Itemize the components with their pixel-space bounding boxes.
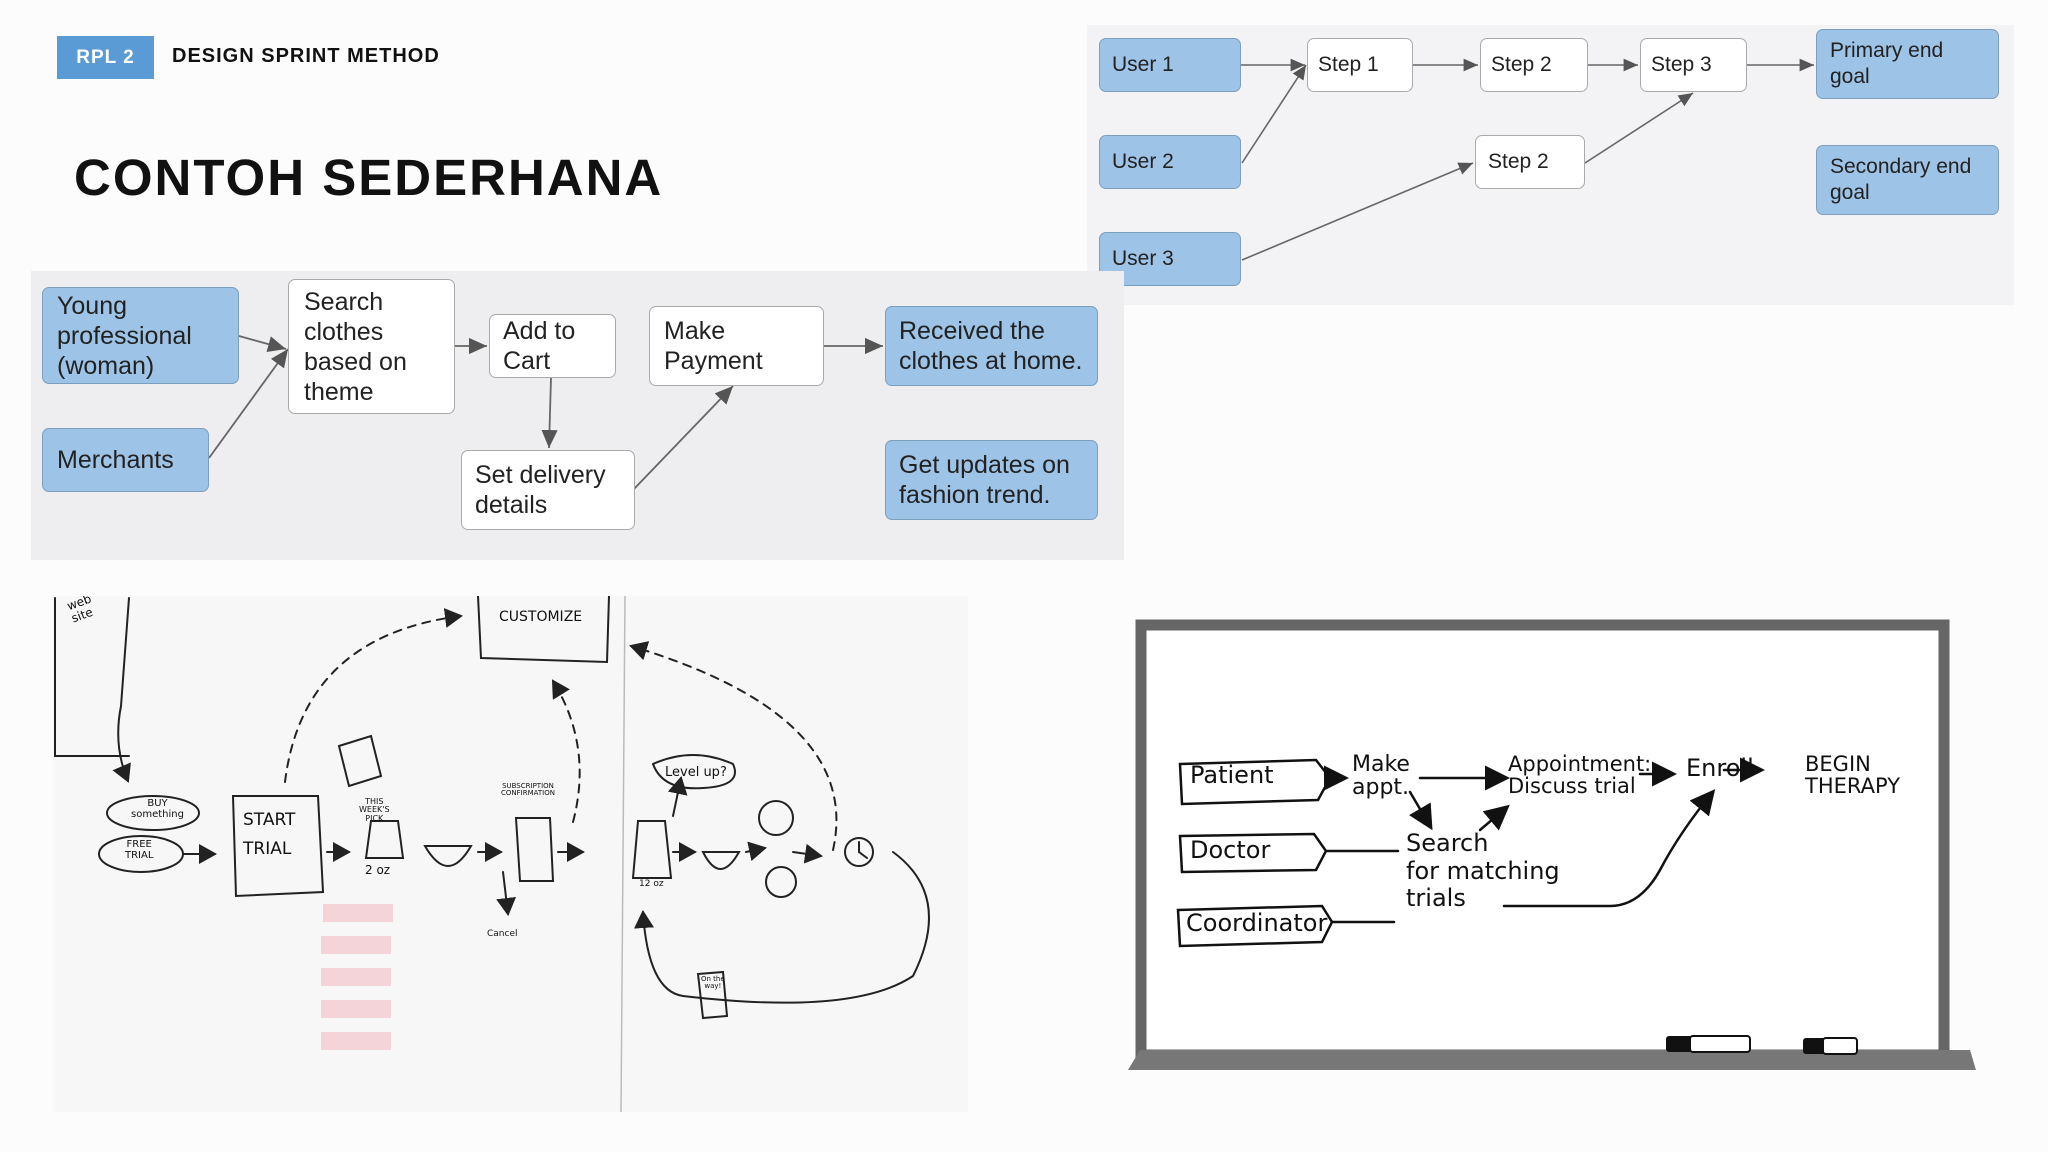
- search-clothes-node: Search clothes based on theme: [288, 279, 455, 414]
- appointment-label: Appointment: Discuss trial: [1508, 752, 1652, 799]
- generic-flow-diagram: User 1 User 2 User 3 Step 1 Step 2 Step …: [1087, 25, 2014, 305]
- step-2b-node: Step 2: [1475, 135, 1585, 189]
- young-professional-node: Young professional (woman): [42, 287, 239, 384]
- patient-label: Patient: [1190, 761, 1274, 789]
- cancel-label: Cancel: [487, 929, 518, 939]
- generic-flow-connectors: [1241, 58, 1814, 261]
- free-trial-label: FREE TRIAL: [125, 839, 154, 861]
- doctor-label: Doctor: [1190, 836, 1271, 864]
- 2oz-label: 2 oz: [365, 863, 391, 877]
- page-title: CONTOH SEDERHANA: [74, 149, 664, 206]
- whiteboard-frame: [1128, 619, 1976, 1070]
- step-2-node: Step 2: [1480, 38, 1588, 92]
- coffee-sketch: web site CUSTOMIZE BUY something FREE TR…: [53, 596, 968, 1112]
- level-up-label: Level up?: [665, 765, 727, 780]
- coordinator-label: Coordinator: [1186, 909, 1328, 937]
- on-the-way-label: On the way!: [701, 975, 725, 991]
- section-badge: RPL 2: [57, 36, 154, 79]
- make-appt-label: Make appt.: [1352, 752, 1410, 801]
- buy-label: BUY something: [131, 798, 184, 820]
- secondary-goal-node: Secondary end goal: [1816, 145, 1999, 215]
- merchants-node: Merchants: [42, 428, 209, 492]
- 12oz-label: 12 oz: [639, 879, 664, 889]
- user-2-node: User 2: [1099, 135, 1241, 189]
- customize-label: CUSTOMIZE: [499, 609, 583, 625]
- begin-therapy-label: BEGIN THERAPY: [1805, 752, 1901, 799]
- whiteboard-diagram: Patient Doctor Coordinator Make appt. Se…: [1120, 610, 1990, 1080]
- enroll-label: Enroll: [1686, 754, 1754, 782]
- user-1-node: User 1: [1099, 38, 1241, 92]
- set-delivery-node: Set delivery details: [461, 450, 635, 530]
- start-trial-label: START TRIAL: [243, 810, 296, 859]
- header-title: DESIGN SPRINT METHOD: [172, 45, 440, 67]
- user-3-node: User 3: [1099, 232, 1241, 286]
- add-to-cart-node: Add to Cart: [489, 314, 616, 378]
- subscription-label: SUBSCRIPTION CONFIRMATION: [501, 782, 555, 798]
- primary-goal-node: Primary end goal: [1816, 29, 1999, 99]
- make-payment-node: Make Payment: [649, 306, 824, 386]
- step-3-node: Step 3: [1640, 38, 1747, 92]
- fashion-flow-connectors: [208, 335, 883, 491]
- received-clothes-node: Received the clothes at home.: [885, 306, 1098, 386]
- step-1-node: Step 1: [1307, 38, 1413, 92]
- fashion-flow-diagram: Young professional (woman) Merchants Sea…: [31, 271, 1124, 560]
- fashion-updates-node: Get updates on fashion trend.: [885, 440, 1098, 520]
- coffee-sketch-drawing: [54, 596, 930, 1112]
- search-trials-label: Search for matching trials: [1406, 829, 1560, 913]
- weeks-pick-label: THIS WEEK'S PICK: [359, 797, 390, 823]
